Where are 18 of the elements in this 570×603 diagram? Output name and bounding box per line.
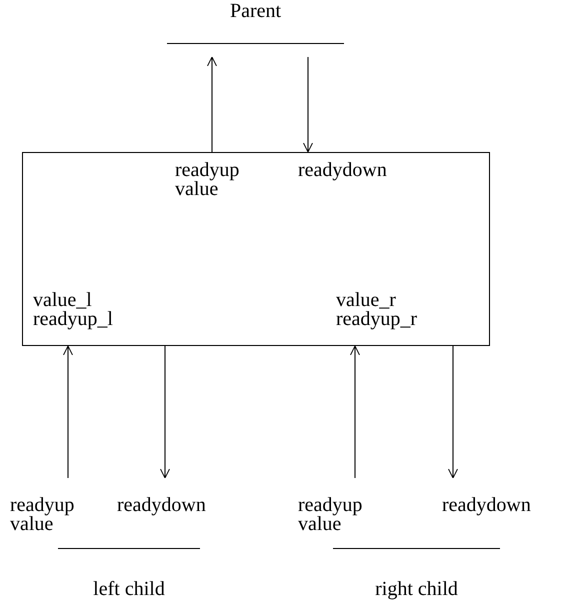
node-title: right child	[374, 580, 459, 599]
signal-label: readyup value	[298, 496, 362, 534]
signal-label: readydown	[442, 496, 531, 515]
signal-label: readyup value	[175, 161, 240, 199]
arrow	[448, 346, 458, 478]
arrow	[350, 346, 360, 478]
arrow	[160, 346, 170, 478]
arrow	[63, 346, 73, 478]
signal-label: readyup value	[10, 496, 74, 534]
signal-label: readydown	[298, 161, 387, 180]
node-title: Parent	[228, 2, 282, 21]
arrow	[207, 56, 217, 152]
signal-label: readydown	[117, 496, 206, 515]
node-title: left child	[92, 580, 166, 599]
signal-label: value_r readyup_r	[336, 291, 418, 329]
module-box	[22, 152, 490, 346]
arrow	[303, 56, 313, 152]
signal-label: value_l readyup_l	[33, 291, 113, 329]
